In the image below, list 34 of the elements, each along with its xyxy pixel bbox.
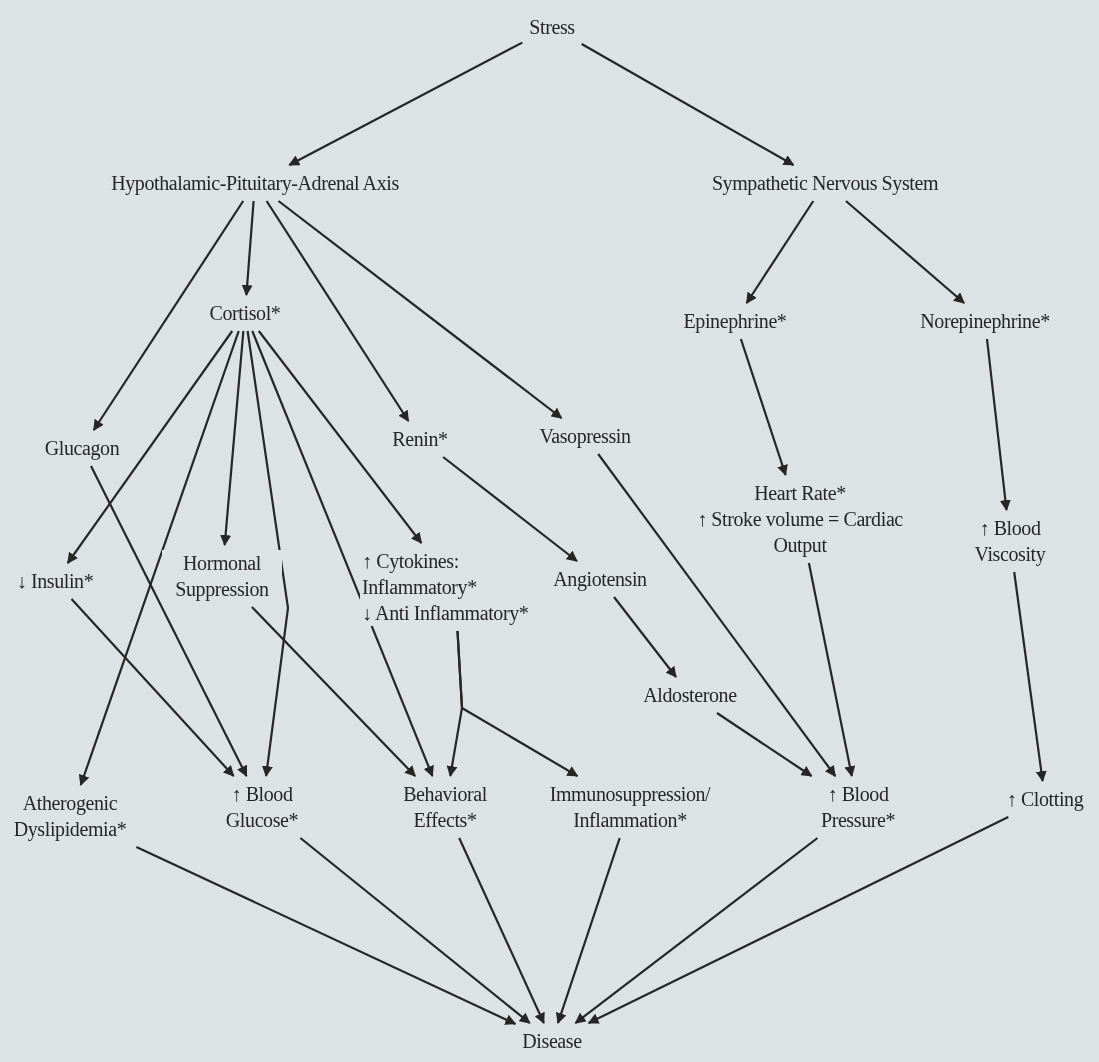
arrow (985, 338, 1011, 512)
arrow (845, 200, 965, 304)
arrow (246, 330, 290, 778)
arrow (555, 837, 621, 1025)
arrow (597, 453, 837, 777)
arrow (1013, 571, 1047, 783)
arrow (251, 606, 416, 777)
arrow (581, 43, 795, 166)
node-label: Hormonal Suppression (162, 550, 282, 602)
arrow (716, 712, 813, 777)
arrow (265, 200, 410, 422)
arrow (288, 41, 523, 166)
arrow (92, 200, 245, 431)
arrow (66, 330, 234, 564)
arrow (807, 562, 856, 778)
arrow (456, 630, 579, 777)
arrow (90, 465, 248, 777)
arrow (442, 456, 578, 562)
arrow (574, 837, 819, 1024)
arrow (739, 338, 788, 477)
arrow (251, 330, 434, 777)
arrow (241, 200, 255, 297)
arrow (78, 330, 240, 787)
arrow (220, 330, 245, 547)
node-label: ↓ Anti Inflammatory* (360, 600, 531, 626)
arrow (613, 596, 677, 678)
arrow (70, 598, 235, 777)
arrow (458, 837, 545, 1024)
arrow (277, 200, 563, 419)
arrow (299, 837, 531, 1024)
arrow (135, 846, 517, 1025)
arrow (587, 816, 1009, 1024)
arrow (257, 330, 423, 544)
arrow (745, 200, 815, 304)
